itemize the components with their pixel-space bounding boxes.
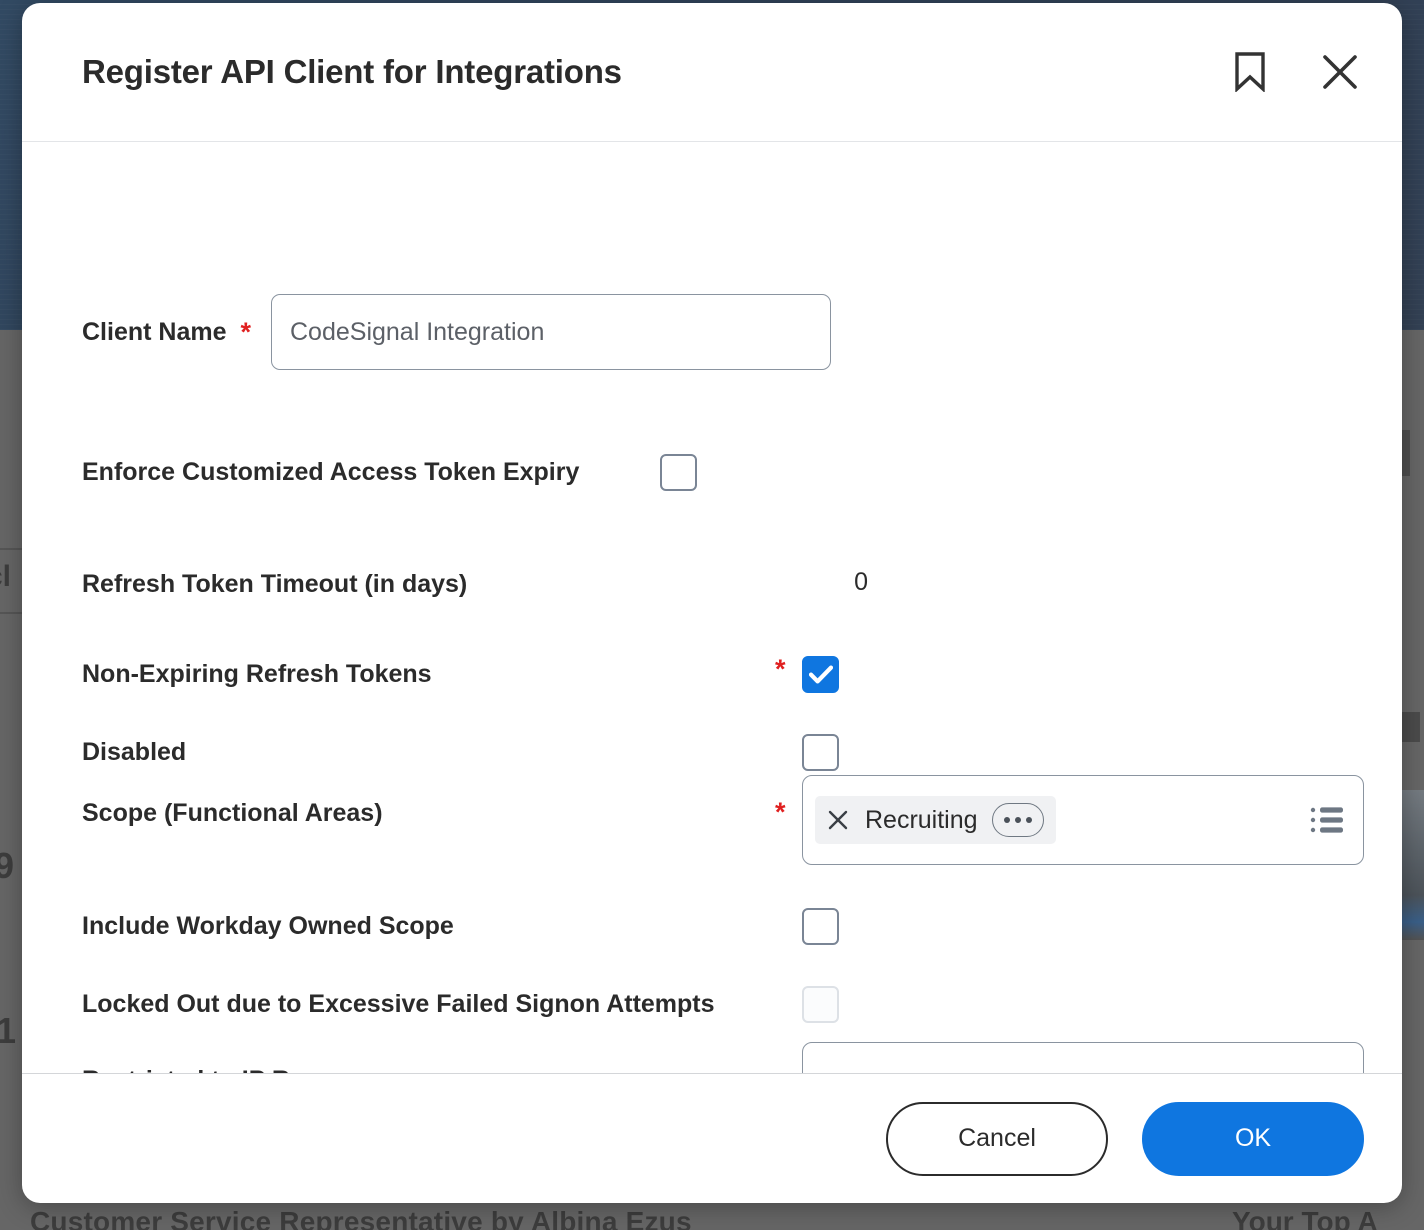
field-label-ip-ranges: Restricted to IP Ranges xyxy=(82,1066,362,1073)
close-icon[interactable] xyxy=(1318,50,1362,94)
dot xyxy=(1014,817,1021,823)
dialog-header-actions xyxy=(1228,50,1362,94)
background-section-title: Your Top A xyxy=(1232,1206,1378,1230)
field-label-locked-out: Locked Out due to Excessive Failed Signo… xyxy=(82,989,715,1018)
field-label-scope: Scope (Functional Areas) xyxy=(82,799,383,827)
scope-prompt-field[interactable]: Recruiting xyxy=(802,775,1364,865)
scope-selected-pill: Recruiting xyxy=(815,796,1056,844)
enforce-expiry-checkbox[interactable] xyxy=(660,454,697,491)
ip-ranges-list-prompt-icon[interactable] xyxy=(1307,1067,1347,1073)
field-scope: Scope (Functional Areas) * Recruiting xyxy=(82,775,1364,865)
background-text-fragment: 1 xyxy=(0,1010,17,1051)
bookmark-icon[interactable] xyxy=(1228,50,1272,94)
required-indicator: * xyxy=(775,797,786,827)
scope-selected-items: Recruiting xyxy=(815,796,1307,844)
field-enforce-expiry: Enforce Customized Access Token Expiry xyxy=(82,442,722,502)
background-chip xyxy=(1400,430,1410,476)
background-article-title: Customer Service Representative by Albin… xyxy=(30,1206,692,1230)
disabled-checkbox[interactable] xyxy=(802,734,839,771)
required-indicator: * xyxy=(775,654,786,684)
ip-ranges-prompt-field[interactable] xyxy=(802,1042,1364,1073)
required-indicator: * xyxy=(240,316,251,347)
dialog-footer: Cancel OK xyxy=(22,1073,1402,1203)
field-disabled: Disabled xyxy=(82,722,882,782)
refresh-timeout-value: 0 xyxy=(854,568,868,596)
field-ip-ranges: Restricted to IP Ranges xyxy=(82,1042,1364,1073)
dot xyxy=(1003,817,1010,823)
scope-list-prompt-icon[interactable] xyxy=(1307,800,1347,840)
dialog-header: Register API Client for Integrations xyxy=(22,3,1402,142)
page-title: Register API Client for Integrations xyxy=(82,53,622,90)
field-include-workday-scope: Include Workday Owned Scope xyxy=(82,896,882,956)
scope-pill-label: Recruiting xyxy=(865,805,978,834)
field-locked-out: Locked Out due to Excessive Failed Signo… xyxy=(82,974,882,1034)
field-label-non-expiring-tokens: Non-Expiring Refresh Tokens xyxy=(82,659,432,688)
close-icon-glyph xyxy=(1323,55,1357,89)
field-label-refresh-timeout: Refresh Token Timeout (in days) xyxy=(82,569,468,598)
field-non-expiring-tokens: Non-Expiring Refresh Tokens * xyxy=(82,644,882,704)
list-prompt-icon-glyph xyxy=(1310,807,1343,833)
field-label-include-workday-scope: Include Workday Owned Scope xyxy=(82,911,454,940)
background-text-fragment: 9 xyxy=(0,845,15,886)
bookmark-icon-glyph xyxy=(1235,52,1265,92)
cancel-button[interactable]: Cancel xyxy=(886,1101,1108,1176)
non-expiring-tokens-checkbox[interactable] xyxy=(802,656,839,693)
remove-scope-icon[interactable] xyxy=(825,807,851,833)
include-workday-scope-checkbox[interactable] xyxy=(802,908,839,945)
list-prompt-icon-glyph xyxy=(1310,1072,1344,1073)
checkmark-icon xyxy=(808,665,833,684)
field-refresh-timeout: Refresh Token Timeout (in days) 0 xyxy=(82,554,882,614)
dot xyxy=(1025,817,1032,823)
locked-out-checkbox xyxy=(802,986,839,1023)
client-name-input[interactable] xyxy=(271,294,831,370)
field-client-name: Client Name * xyxy=(82,294,831,370)
close-icon-glyph xyxy=(828,810,848,830)
field-label-enforce-expiry: Enforce Customized Access Token Expiry xyxy=(82,457,580,486)
related-actions-icon[interactable] xyxy=(991,803,1044,837)
background-text-fragment: cl xyxy=(0,560,12,593)
register-api-client-dialog: Register API Client for Integrations xyxy=(22,3,1402,1203)
background-chip xyxy=(1398,712,1420,742)
field-label-client-name: Client Name xyxy=(82,317,227,346)
field-label-disabled: Disabled xyxy=(82,737,187,766)
dialog-body: Client Name * Enforce Customized Access … xyxy=(22,142,1402,1073)
ok-button[interactable]: OK xyxy=(1142,1101,1364,1176)
